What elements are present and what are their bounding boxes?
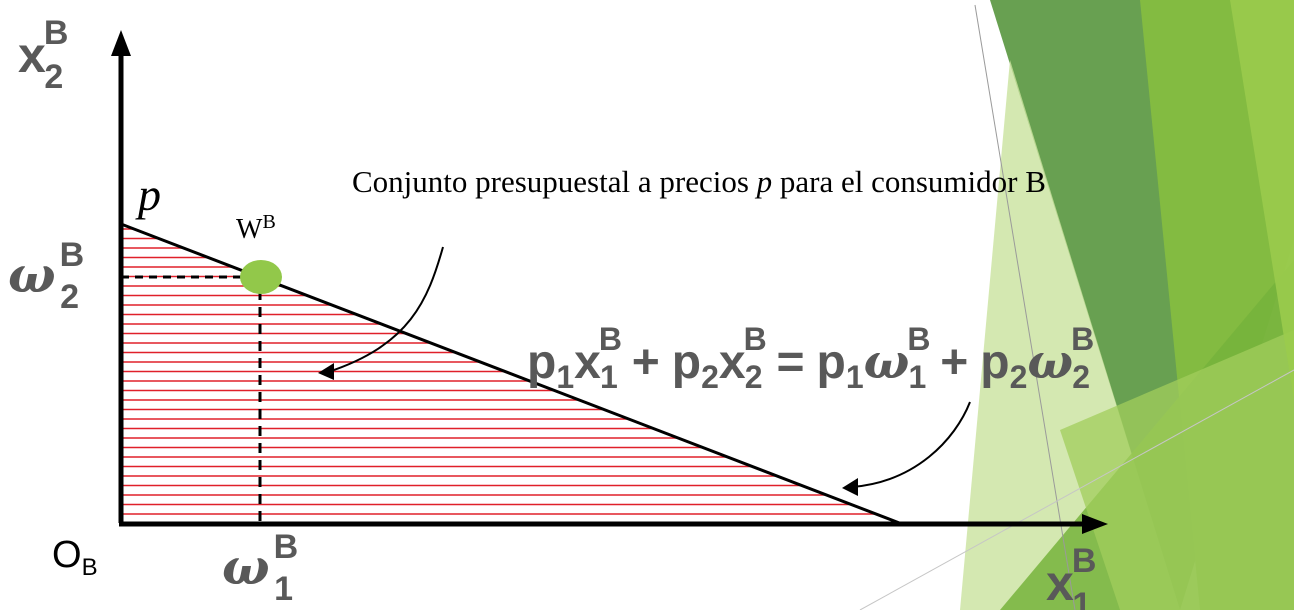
green-shard: [1230, 0, 1294, 400]
origin-label: OB: [52, 534, 98, 581]
annotation-arrowhead: [318, 363, 334, 380]
y-axis-arrowhead: [111, 30, 131, 56]
budget-set-annotation: Conjunto presupuestal a precios p para e…: [352, 164, 1046, 199]
annotation-arrowhead: [842, 478, 858, 496]
endowment-label: WB: [236, 211, 276, 245]
green-shard: [1060, 330, 1294, 610]
annotation-arrow-budget-set: [327, 246, 444, 373]
endowment-point: [240, 260, 282, 294]
annotation-arrow-budget-line: [851, 401, 971, 488]
background-decoration: [859, 0, 1294, 610]
price-label: p: [135, 169, 161, 220]
x-axis-arrowhead: [1082, 514, 1108, 534]
thin-line: [859, 369, 1294, 610]
thin-line: [974, 4, 1076, 610]
